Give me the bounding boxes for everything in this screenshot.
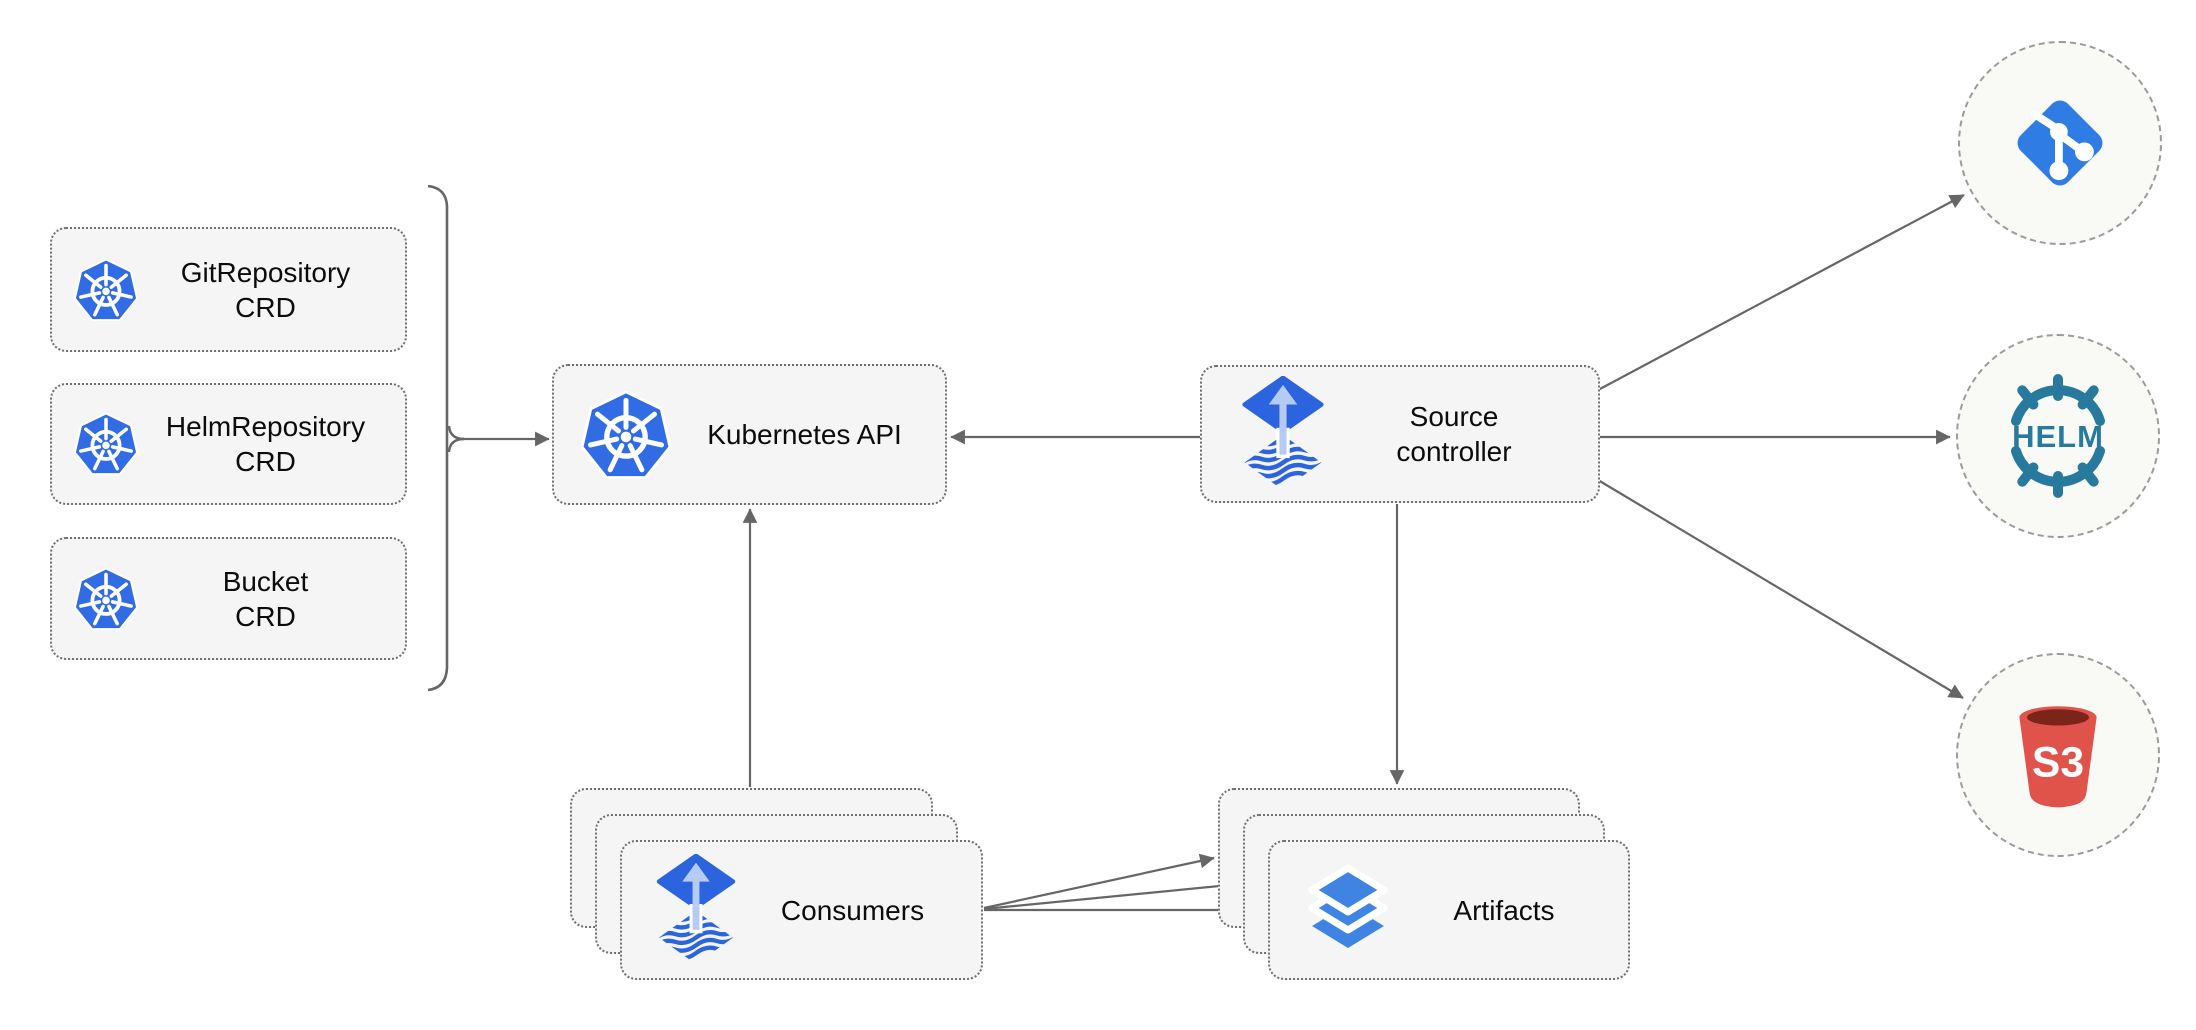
bucket-crd-label: Bucket CRD (222, 565, 309, 632)
helmrepository-crd-box: HelmRepository CRD (50, 383, 407, 505)
s3-source-circle: S3 (1956, 653, 2160, 857)
git-icon (2017, 100, 2103, 186)
s3-icon: S3 (2019, 706, 2097, 808)
arrow-consumers-to-artifacts-back (983, 853, 1215, 910)
consumers-box: Consumers (620, 840, 983, 980)
kubernetes-api-label: Kubernetes API (707, 419, 902, 450)
source-controller-label: Source controller (1396, 401, 1512, 467)
git-source-circle (1958, 41, 2162, 245)
arrow-source-to-git (1597, 194, 1965, 391)
kubernetes-icon (72, 410, 140, 478)
helm-icon: HELM (2011, 374, 2105, 498)
kubernetes-icon (72, 565, 140, 633)
source-controller-box: Source controller (1200, 365, 1600, 503)
kubernetes-api-box: Kubernetes API (552, 364, 947, 505)
s3-label: S3 (2032, 738, 2084, 786)
kubernetes-icon (578, 387, 674, 483)
flux-icon (654, 854, 738, 966)
layers-icon (1298, 860, 1398, 960)
flux-icon (1240, 376, 1326, 492)
artifacts-label: Artifacts (1453, 894, 1555, 926)
consumers-label: Consumers (780, 894, 925, 926)
arrow-consumers-to-artifacts-mid (983, 878, 1241, 911)
helm-source-circle: HELM (1956, 334, 2160, 538)
artifacts-box: Artifacts (1268, 840, 1630, 980)
gitrepository-crd-label: GitRepository CRD (180, 256, 351, 323)
arrow-source-to-s3 (1597, 479, 1964, 699)
gitrepository-crd-box: GitRepository CRD (50, 227, 407, 352)
crd-group-bracket (427, 184, 465, 692)
helm-label: HELM (2012, 419, 2104, 454)
bucket-crd-box: Bucket CRD (50, 537, 407, 660)
helmrepository-crd-label: HelmRepository CRD (165, 411, 366, 477)
kubernetes-icon (72, 256, 140, 324)
